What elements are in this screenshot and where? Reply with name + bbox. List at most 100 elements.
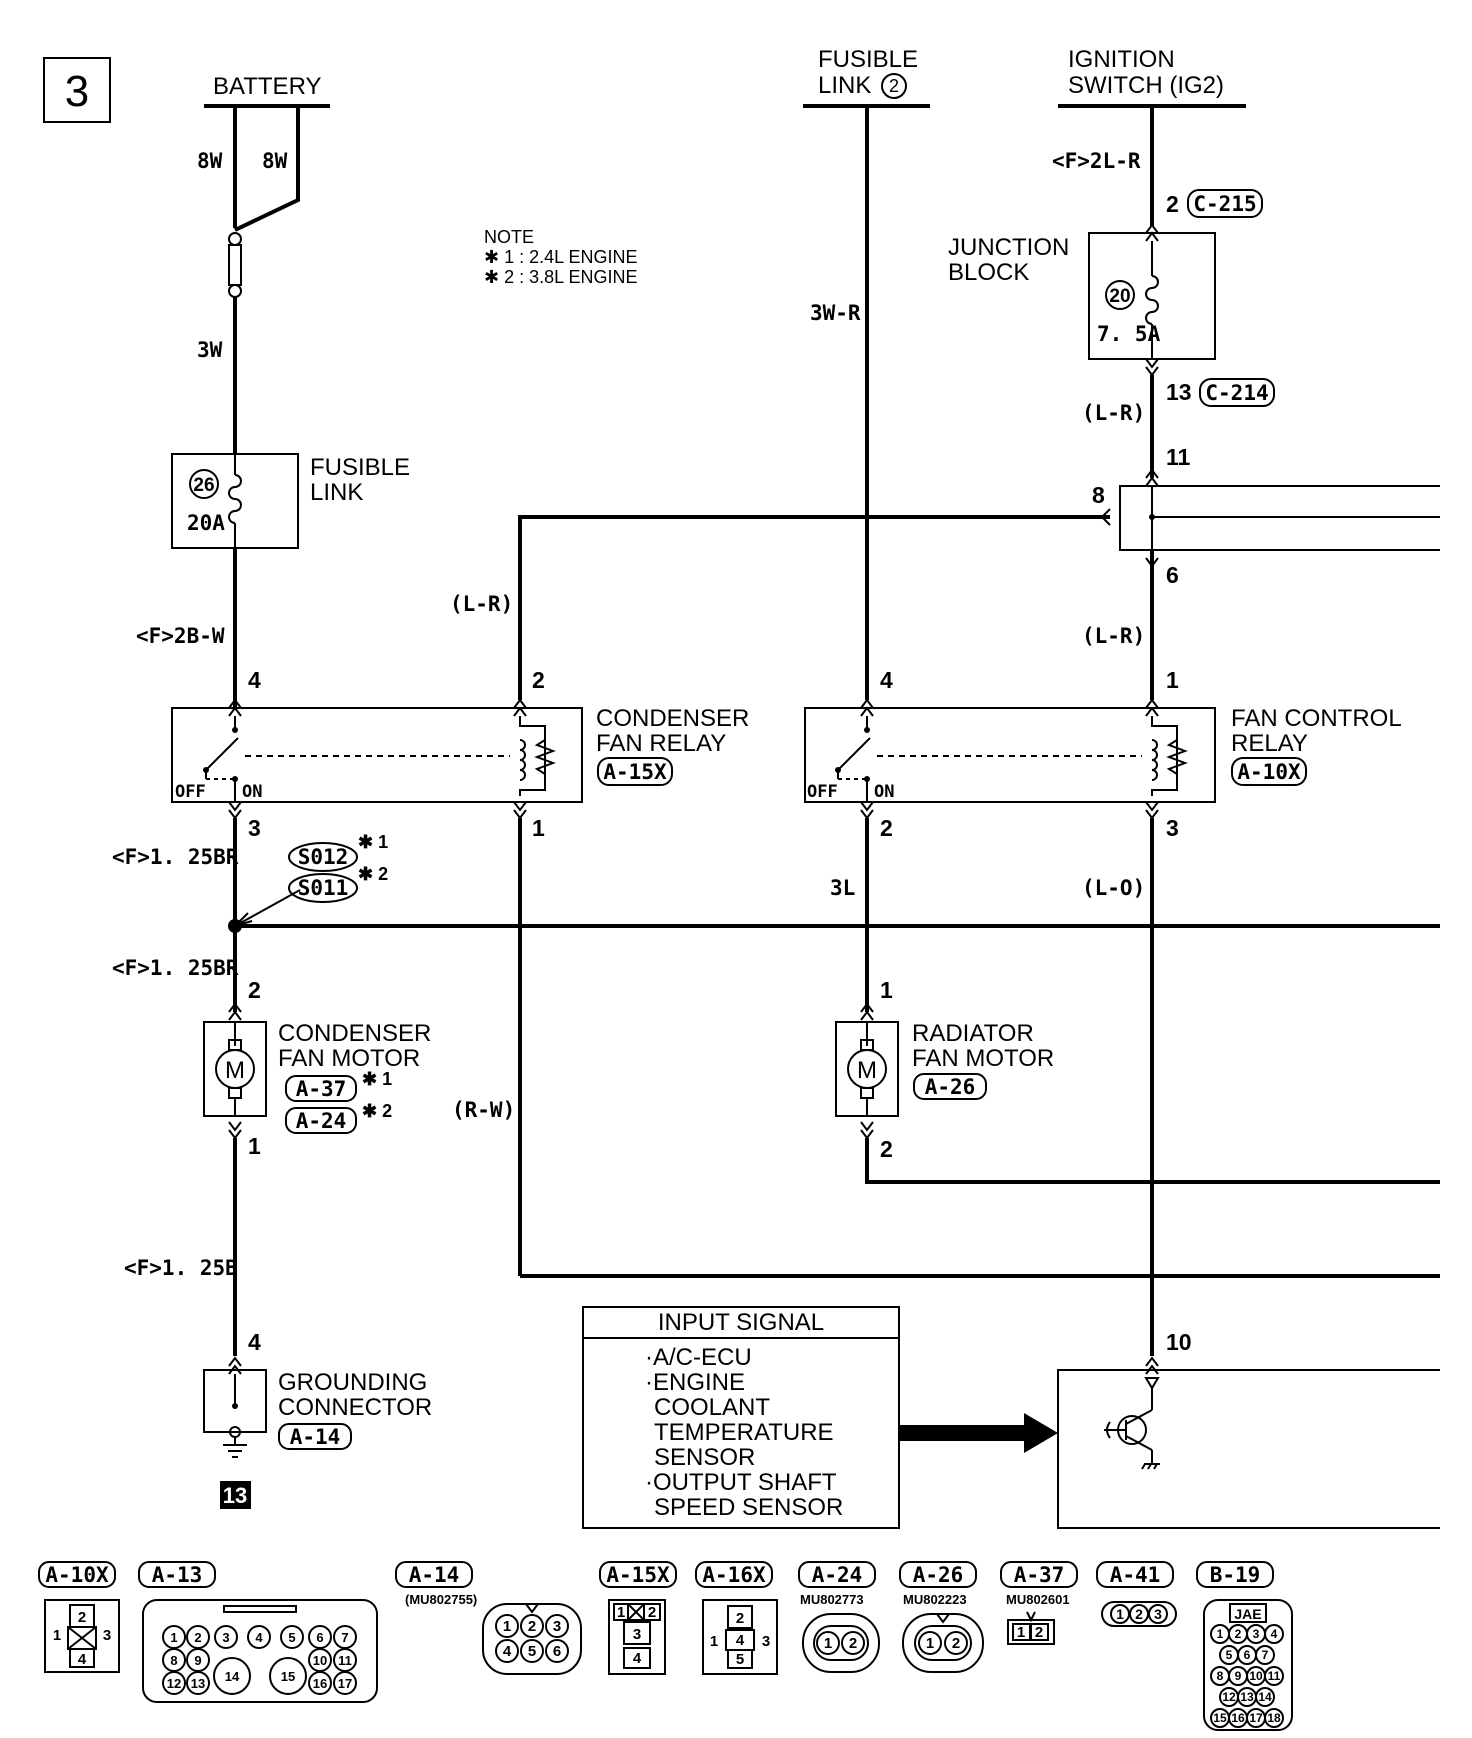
fusible-link2-label-1: FUSIBLE (818, 46, 918, 73)
fusible-link-label-2: LINK (310, 479, 363, 506)
svg-text:2: 2 (528, 1618, 536, 1635)
wire-125b-label: <F>1. 25B (124, 1256, 238, 1280)
legend-a15x-shape (608, 1599, 666, 1675)
splice-s011-label: S011 (298, 876, 349, 900)
page-number-box (43, 57, 111, 123)
svg-text:10: 10 (313, 1653, 327, 1668)
svg-text:15: 15 (281, 1669, 295, 1684)
svg-text:3: 3 (553, 1618, 561, 1635)
svg-text:7: 7 (341, 1630, 348, 1645)
legend-b19-jae: JAE (1234, 1606, 1261, 1622)
ground-number: 13 (223, 1483, 247, 1508)
svg-text:1: 1 (170, 1630, 177, 1645)
fuse26-symbol (228, 454, 242, 548)
svg-text:6: 6 (316, 1630, 323, 1645)
wire-lr-label-2: (L-R) (1082, 401, 1145, 425)
svg-text:5: 5 (1226, 1648, 1233, 1662)
splice-s011 (288, 873, 358, 903)
legend-b19-label: B-19 (1210, 1563, 1261, 1587)
note-title: NOTE (484, 227, 534, 247)
svg-text:18: 18 (1267, 1711, 1281, 1725)
condenser-relay-label-2: FAN RELAY (596, 730, 726, 757)
note-line1: ✱ 1 : 2.4L ENGINE (484, 247, 637, 267)
svg-text:16: 16 (313, 1676, 327, 1691)
relay-on-label: ON (242, 782, 262, 802)
star2-a: ✱ 2 (358, 864, 388, 884)
svg-text:1: 1 (617, 1604, 625, 1621)
input-signal-item-1: ·ENGINE (645, 1369, 745, 1396)
input-signal-item-3: TEMPERATURE (654, 1419, 834, 1446)
legend-a16x-label: A-16X (702, 1563, 766, 1587)
fan-relay-off-label: OFF (807, 782, 838, 802)
svg-text:1: 1 (710, 1633, 718, 1650)
pin-1-relay: 1 (532, 815, 545, 841)
wire-lr-label-3: (L-R) (1082, 624, 1145, 648)
fan-relay-switch-arm (837, 737, 871, 771)
svg-text:4: 4 (503, 1643, 512, 1660)
svg-text:3: 3 (222, 1630, 229, 1645)
radiator-motor-label-2: FAN MOTOR (912, 1045, 1054, 1072)
svg-text:1: 1 (926, 1635, 934, 1652)
svg-text:2: 2 (194, 1630, 201, 1645)
ecu-connector-box (1119, 485, 1440, 551)
pin-r2: 2 (880, 1136, 893, 1162)
star2-b: ✱ 2 (362, 1101, 392, 1121)
svg-text:2: 2 (1235, 1627, 1242, 1641)
fuse-link-body (228, 244, 242, 286)
svg-text:4: 4 (78, 1651, 87, 1668)
splice-s012 (288, 842, 358, 872)
legend-a24-label: A-24 (812, 1563, 863, 1587)
a37-conn-label: A-37 (296, 1077, 347, 1101)
pin-jb13: 13 (1166, 379, 1192, 405)
legend-a26-shape (902, 1613, 984, 1673)
svg-text:3: 3 (103, 1627, 111, 1644)
input-signal-item-6: SPEED SENSOR (654, 1494, 843, 1521)
condenser-motor-label-1: CONDENSER (278, 1020, 431, 1047)
star1-b: ✱ 1 (362, 1069, 392, 1089)
junction-label-1: JUNCTION (948, 234, 1069, 261)
pin-g4: 4 (248, 1329, 261, 1355)
svg-text:4: 4 (1271, 1627, 1278, 1641)
relay-off-label: OFF (175, 782, 206, 802)
svg-text:9: 9 (1235, 1669, 1242, 1683)
grounding-label-1: GROUNDING (278, 1369, 427, 1396)
svg-text:6: 6 (553, 1643, 561, 1660)
legend-a24-shape (802, 1613, 880, 1673)
wire-lr-relay-coil (518, 515, 1110, 700)
svg-text:11: 11 (338, 1653, 352, 1668)
pin-1b: 1 (1166, 667, 1179, 693)
pin-4a: 4 (248, 667, 261, 693)
input-signal-item-0: ·A/C-ECU (645, 1344, 752, 1371)
svg-text:1: 1 (503, 1618, 511, 1635)
fuse20-symbol (1145, 241, 1159, 359)
legend-a14-part: (MU802755) (405, 1592, 477, 1607)
battery-wire-b (234, 106, 300, 232)
legend-a15x-label: A-15X (606, 1563, 670, 1587)
fan-relay-coil (1151, 739, 1158, 781)
wire-3wr-label: 3W-R (810, 301, 861, 325)
wire-8w-a: 8W (197, 149, 223, 173)
svg-text:2: 2 (1035, 1624, 1043, 1641)
pin-10: 10 (1166, 1329, 1192, 1355)
wire-3w-label: 3W (197, 338, 223, 362)
note-line2: ✱ 2 : 3.8L ENGINE (484, 267, 637, 287)
svg-text:2: 2 (952, 1635, 960, 1652)
legend-a13-shape (142, 1599, 378, 1703)
svg-text:8: 8 (170, 1653, 177, 1668)
fuse20-num: 20 (1109, 286, 1130, 307)
fusible-link2-num: 2 (889, 76, 899, 96)
radiator-motor-label-1: RADIATOR (912, 1020, 1034, 1047)
a26-conn-label: A-26 (925, 1075, 976, 1099)
a15x-conn-label: A-15X (603, 760, 667, 784)
fan-control-label-1: FAN CONTROL (1231, 705, 1402, 732)
input-signal-box (582, 1306, 900, 1529)
svg-text:17: 17 (1249, 1711, 1263, 1725)
legend-a10x-shape (44, 1599, 120, 1673)
svg-text:14: 14 (1258, 1690, 1272, 1704)
ecu-box (1057, 1369, 1440, 1529)
legend-a10x-label: A-10X (45, 1563, 109, 1587)
svg-text:8: 8 (1217, 1669, 1224, 1683)
svg-text:5: 5 (288, 1630, 295, 1645)
battery-label: BATTERY (213, 73, 321, 100)
